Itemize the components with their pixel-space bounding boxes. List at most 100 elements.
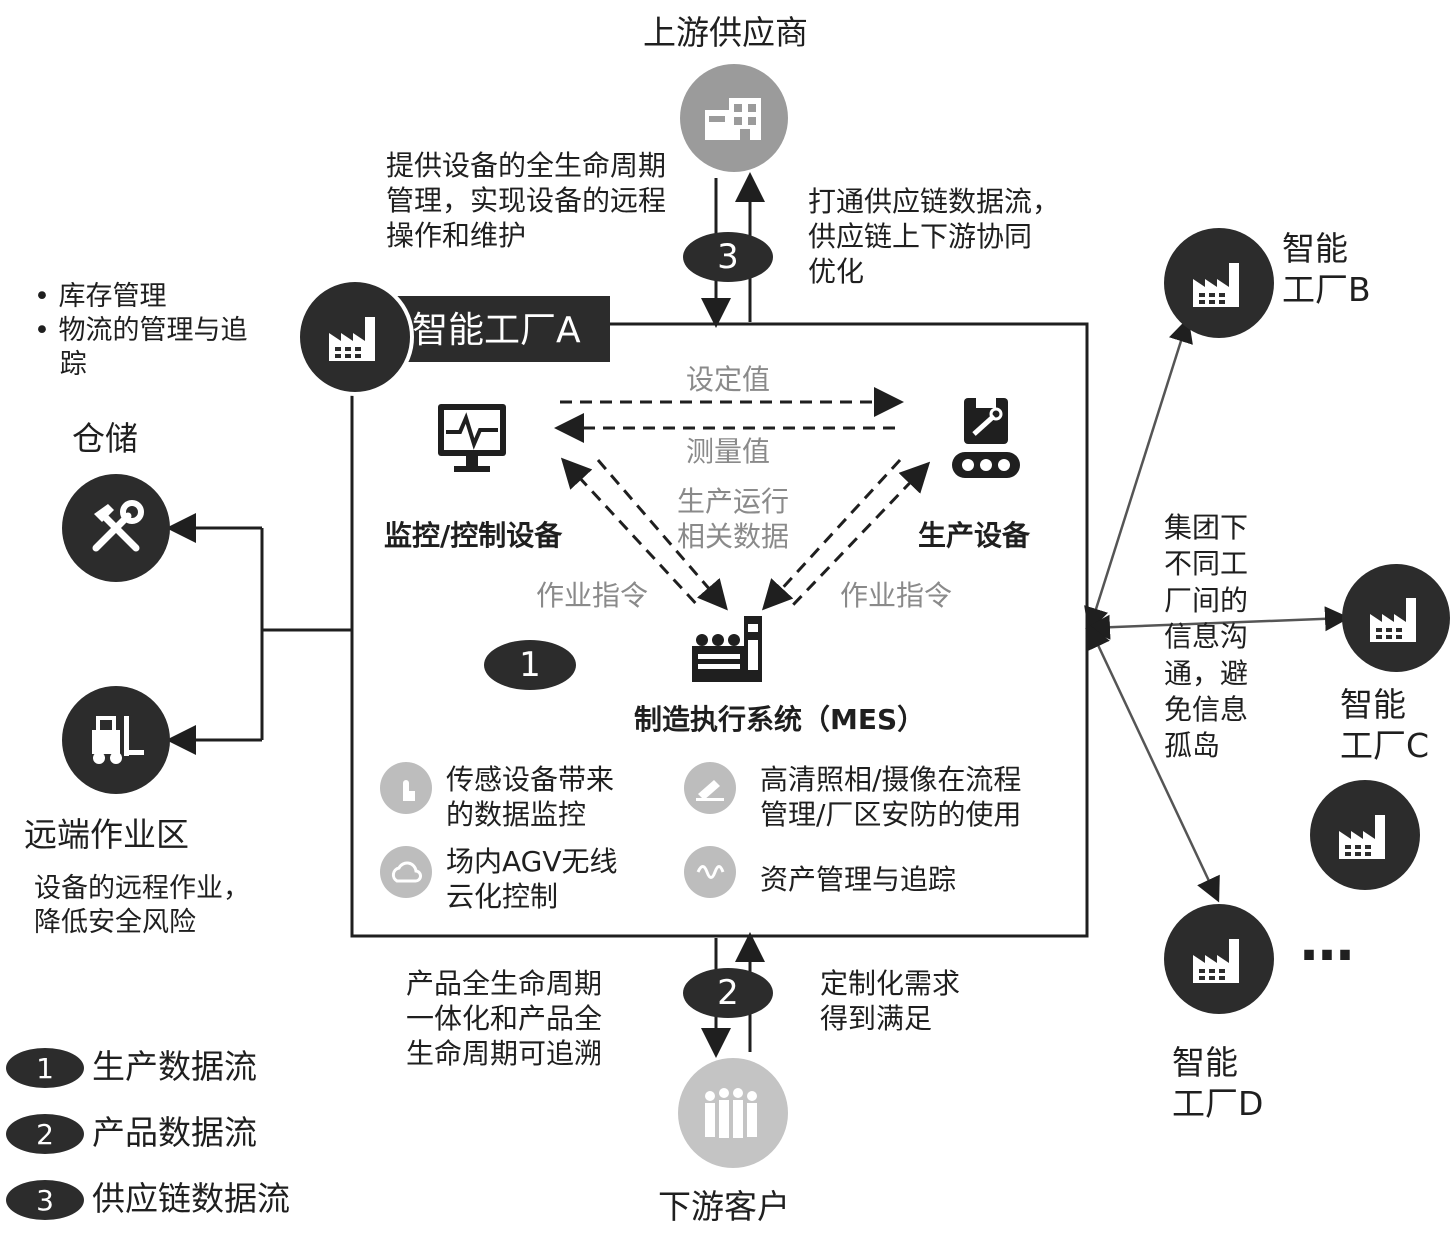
arrow-to-factory-b — [1084, 317, 1193, 633]
setpoint-label: 设定值 — [686, 363, 771, 396]
note-line: 提供设备的全生命周期 — [386, 149, 667, 182]
remote-note: 设备的远程作业， 降低安全风险 — [34, 872, 250, 940]
run-data-label: 生产运行 相关数据 — [677, 484, 789, 554]
instruction-right-label: 作业指令 — [840, 579, 953, 612]
people-icon — [705, 1088, 757, 1138]
badge-2: 2 — [683, 968, 773, 1018]
note-line: 管理，实现设备的远程 — [386, 184, 667, 217]
factory-icon — [1193, 939, 1239, 983]
warehouse-node — [62, 474, 170, 582]
feature-line: 的数据监控 — [446, 798, 587, 831]
note-line: 产品全生命周期 — [406, 967, 603, 1000]
factory-d-label: 智能 工厂D — [1172, 1042, 1263, 1125]
badge-3: 3 — [683, 232, 773, 282]
factory-extra-node — [1310, 780, 1420, 890]
product-left-note: 产品全生命周期 一体化和产品全 生命周期可追溯 — [406, 966, 602, 1071]
note-line: 通，避 — [1164, 656, 1249, 690]
factory-a-node — [296, 278, 414, 396]
tools-icon — [92, 500, 144, 552]
note-line: 打通供应链数据流， — [808, 185, 1061, 218]
forklift-icon — [92, 716, 144, 764]
factory-c-label: 智能 工厂C — [1340, 684, 1429, 767]
camera-icon — [684, 762, 736, 814]
monitor-to-mes-arrow-a — [560, 457, 702, 610]
note-line: 优化 — [808, 255, 865, 288]
building-icon — [705, 98, 761, 140]
mes-icon — [692, 616, 762, 682]
label-line: 智能 — [1172, 1043, 1238, 1082]
note-line: 一体化和产品全 — [406, 1002, 603, 1035]
cloud-icon — [380, 846, 432, 898]
ellipsis: … — [1300, 910, 1354, 973]
badge-1-text: 1 — [519, 645, 541, 685]
feature-line: 高清照相/摄像在流程 — [760, 763, 1022, 796]
run-data-line: 相关数据 — [677, 520, 790, 553]
measure-label: 测量值 — [686, 435, 771, 468]
monitor-to-mes-arrow-b — [596, 459, 728, 611]
factory-a-label: 智能工厂A — [412, 310, 581, 351]
note-line: 不同工 — [1164, 547, 1249, 581]
supplier-left-note: 提供设备的全生命周期 管理，实现设备的远程 操作和维护 — [386, 148, 666, 253]
label-line: 智能 — [1340, 685, 1406, 724]
product-right-note: 定制化需求 得到满足 — [820, 966, 960, 1036]
note-line: 信息沟 — [1164, 620, 1249, 654]
monitor-label: 监控/控制设备 — [384, 519, 563, 552]
feature-line: 场内AGV无线 — [446, 845, 618, 878]
supplier-node — [680, 64, 788, 172]
note-line: 厂间的 — [1164, 583, 1249, 617]
run-data-line: 生产运行 — [677, 485, 790, 518]
legend-label-1: 生产数据流 — [92, 1047, 257, 1086]
label-line: 工厂B — [1282, 270, 1371, 310]
factory-d-node — [1164, 904, 1274, 1014]
note-line: 定制化需求 — [820, 967, 961, 1000]
factory-icon — [329, 317, 375, 361]
factory-icon — [1339, 815, 1385, 859]
legend-num: 2 — [36, 1117, 54, 1151]
note-line: 降低安全风险 — [34, 906, 196, 938]
note-line: 设备的远程作业， — [34, 873, 250, 904]
supplier-right-note: 打通供应链数据流， 供应链上下游协同 优化 — [808, 184, 1060, 289]
legend-num: 3 — [36, 1183, 54, 1217]
factory-c-node — [1342, 564, 1450, 672]
feature-line: 传感设备带来 — [446, 763, 615, 796]
label-line: 智能 — [1282, 229, 1348, 268]
warehouse-bullets: • 库存管理 • 物流的管理与追 踪 — [34, 280, 248, 381]
bullet-line: • 库存管理 — [34, 281, 167, 312]
factory-icon — [1370, 598, 1416, 642]
legend-badge-1: 1 — [6, 1048, 84, 1088]
feature-agv: 场内AGV无线 云化控制 — [446, 844, 618, 914]
feature-camera: 高清照相/摄像在流程 管理/厂区安防的使用 — [760, 762, 1021, 832]
mes-label: 制造执行系统（MES） — [634, 703, 926, 736]
bullet-line: 踪 — [34, 348, 87, 380]
note-line: 集团下 — [1164, 511, 1249, 544]
instruction-left-label: 作业指令 — [536, 579, 649, 612]
label-line: 工厂C — [1340, 726, 1430, 766]
feature-sensor: 传感设备带来 的数据监控 — [446, 762, 614, 832]
note-line: 生命周期可追溯 — [406, 1037, 603, 1070]
factory-icon — [1193, 263, 1239, 307]
production-to-mes-arrow-a — [761, 458, 902, 611]
warehouse-label: 仓储 — [72, 419, 138, 458]
production-equipment-icon — [952, 398, 1020, 478]
badge-1: 1 — [484, 640, 576, 690]
note-line: 免信息 — [1164, 692, 1249, 726]
feature-line: 管理/厂区安防的使用 — [760, 798, 1022, 831]
arrow-to-factory-d — [1087, 623, 1220, 903]
touch-icon — [380, 762, 432, 814]
factory-b-label: 智能 工厂B — [1282, 228, 1371, 311]
legend-badge-3: 3 — [6, 1180, 84, 1220]
customer-node — [678, 1058, 788, 1168]
production-label: 生产设备 — [918, 519, 1031, 552]
remote-label: 远端作业区 — [24, 815, 189, 854]
badge-3-text: 3 — [717, 237, 739, 277]
feature-line: 云化控制 — [446, 880, 559, 913]
note-line: 得到满足 — [820, 1002, 933, 1035]
bullet-line: • 物流的管理与追 — [34, 314, 248, 346]
group-note: 集团下 不同工 厂间的 信息沟 通，避 免信息 孤岛 — [1164, 510, 1248, 765]
legend-label-2: 产品数据流 — [92, 1113, 257, 1152]
monitor-icon — [438, 404, 506, 472]
badge-2-text: 2 — [717, 973, 739, 1013]
label-line: 工厂D — [1172, 1084, 1264, 1124]
customer-label: 下游客户 — [658, 1187, 790, 1226]
